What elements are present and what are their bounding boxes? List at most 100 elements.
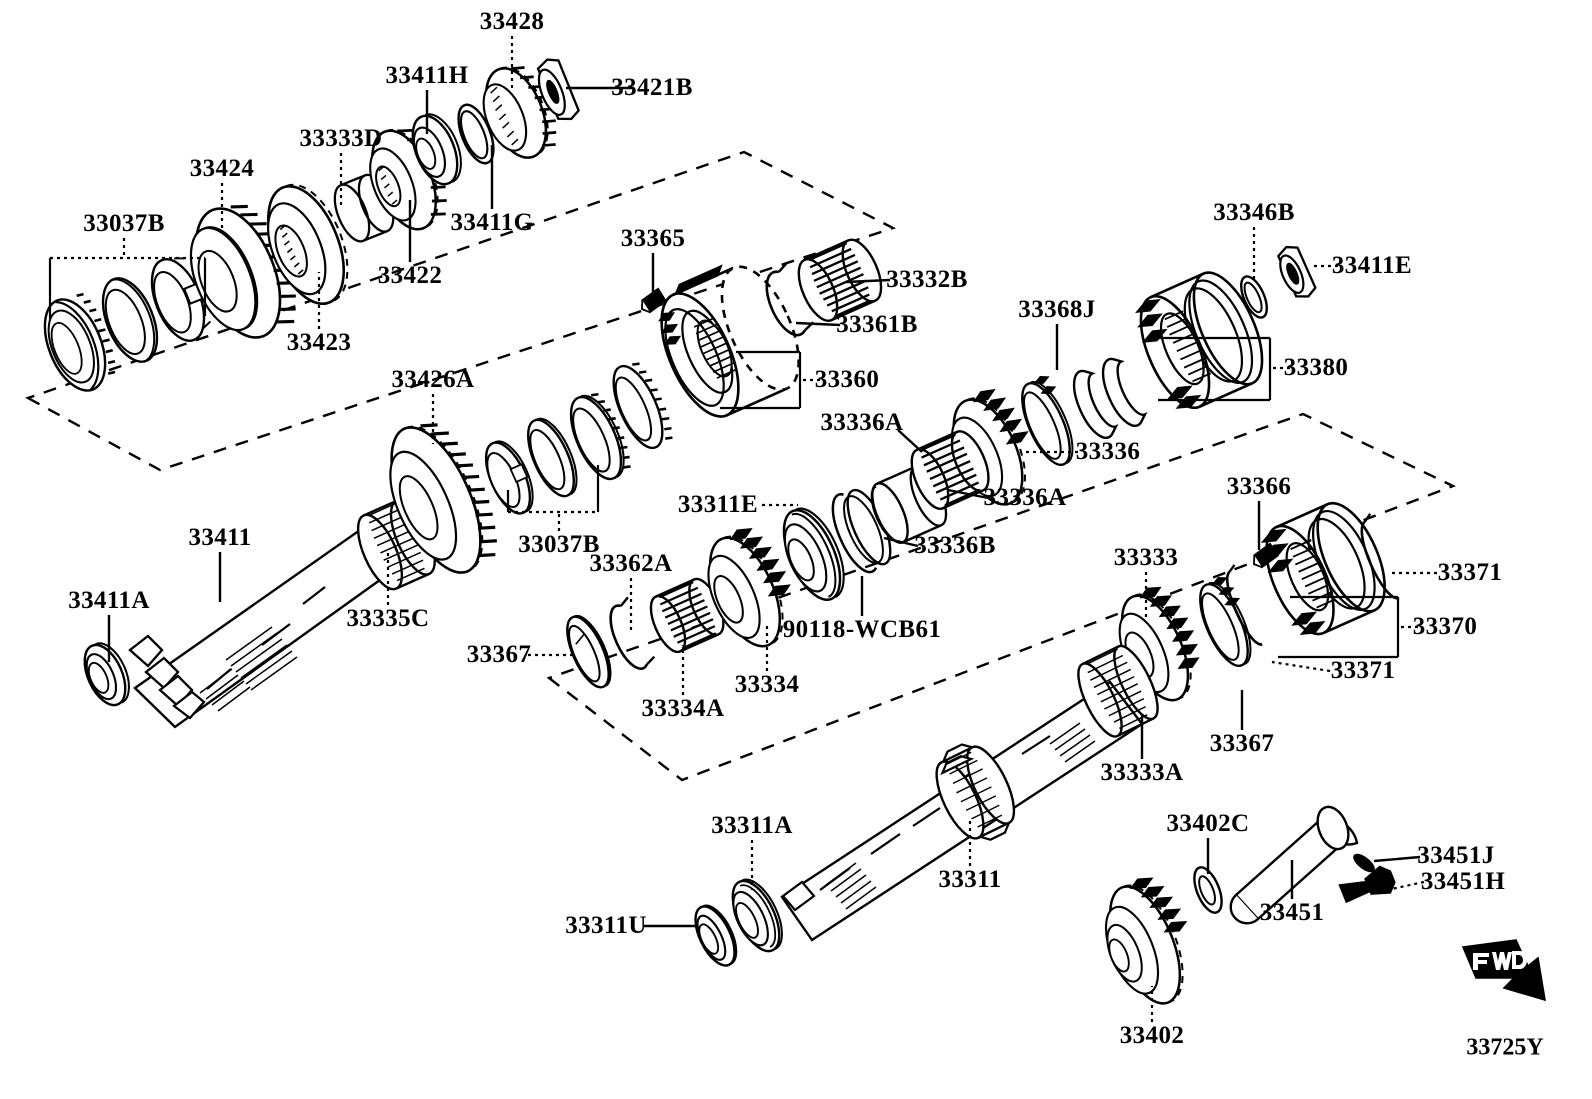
part-33402c-washer [1193,866,1223,914]
part-33380-hub [1135,271,1264,410]
part-label-33426a[interactable]: 33426A [391,366,475,393]
part-label-33424[interactable]: 33424 [189,155,255,182]
part-33362a-snap-ring [609,596,656,670]
part-label-33332b[interactable]: 33332B [886,266,968,293]
part-label-33411e[interactable]: 33411E [1331,252,1413,279]
part-33362a-ring [612,362,673,450]
assembly-reverse-idler [1104,805,1396,1005]
part-label-33365[interactable]: 33365 [620,225,686,252]
part-33411-input-shaft [128,528,400,729]
diagram-code: 33725Y [1466,1034,1544,1061]
part-33366-key [1253,542,1279,569]
part-label-33311e[interactable]: 33311E [677,491,759,518]
part-label-33311a[interactable]: 33311A [711,812,793,839]
part-label-33366[interactable]: 33366 [1226,473,1292,500]
part-label-33423[interactable]: 33423 [286,329,352,356]
part-label-33037b-center[interactable]: 33037B [518,531,600,558]
part-33423-hub [267,183,349,306]
part-33311u-seal [694,904,738,967]
part-label-33422[interactable]: 33422 [377,262,443,289]
part-label-33311[interactable]: 33311 [938,866,1002,893]
part-label-33360[interactable]: 33360 [814,366,880,393]
assembly-input-shaft [83,392,631,729]
part-33333d-spacer [333,173,395,243]
part-label-33346b[interactable]: 33346B [1213,199,1295,226]
part-33037b-r2-ring-2 [527,417,578,498]
part-label-33451j[interactable]: 33451J [1417,842,1495,869]
part-label-33335c[interactable]: 33335C [346,605,430,632]
assembly-upper-left [43,58,580,392]
part-label-33336a-lower[interactable]: 33336A [983,484,1067,511]
part-label-33336a-upper[interactable]: 33336A [820,409,904,436]
group-box-center [546,412,1457,782]
part-label-33411h[interactable]: 33411H [385,62,469,89]
part-33451j-washer [1353,853,1375,873]
part-label-90118-wcb61[interactable]: 90118-WCB61 [782,616,942,643]
assembly-center-synchro [612,238,883,450]
part-label-33411[interactable]: 33411 [188,524,252,551]
part-33402-idler-gear [1104,877,1188,1005]
part-33380-half-ring-1 [1072,369,1119,440]
part-33370-hub [1260,501,1386,636]
part-label-33367-left[interactable]: 33367 [466,641,532,668]
part-label-33411g[interactable]: 33411G [450,209,534,236]
part-33334-gear [707,527,791,648]
part-33451-idler-shaft [1229,805,1359,925]
part-label-33451h[interactable]: 33451H [1420,868,1506,895]
part-33411g-washer [457,103,495,165]
part-33037b-r2-ring-3 [569,392,631,481]
part-label-33380[interactable]: 33380 [1283,354,1349,381]
part-label-33333d[interactable]: 33333D [299,125,383,152]
part-label-33370[interactable]: 33370 [1412,613,1478,640]
part-label-33371-lower[interactable]: 33371 [1330,657,1396,684]
part-33411e-nut [1276,245,1317,298]
part-33380-half-ring-2 [1101,357,1148,428]
part-label-33421b[interactable]: 33421B [611,74,693,101]
part-label-33362a[interactable]: 33362A [589,550,673,577]
part-33333a-gear [1077,644,1159,738]
part-33367-ring-right [1199,576,1252,667]
part-label-33371-upper[interactable]: 33371 [1437,559,1503,586]
part-label-33367-right[interactable]: 33367 [1209,730,1275,757]
part-33360-synchro-assembly [658,264,800,418]
assembly-output-shaft [694,644,1159,967]
part-33411h-bearing [411,113,462,186]
part-label-33368j[interactable]: 33368J [1018,296,1096,323]
part-label-33411a[interactable]: 33411A [68,587,150,614]
part-33368j-ring [1021,375,1074,466]
part-label-33361b[interactable]: 33361B [836,311,918,338]
part-33311a-bearing [731,878,783,953]
part-33421b-nut [536,58,580,121]
leader-lines [48,36,1437,1022]
part-label-33333[interactable]: 33333 [1113,544,1179,571]
part-33037b-ring-1 [43,292,116,392]
fwd-direction-marker [1461,939,1546,1002]
part-33371-spring-lower [1226,564,1263,646]
part-label-33402[interactable]: 33402 [1119,1022,1185,1049]
assembly-right-synchro [1118,501,1400,702]
part-label-33333a[interactable]: 33333A [1100,759,1184,786]
part-33332b-bearing [797,238,883,322]
part-33334a-bearing [649,577,725,654]
part-label-33334[interactable]: 33334 [734,671,800,698]
part-label-33336b[interactable]: 33336B [914,532,996,559]
part-label-33037b-left[interactable]: 33037B [83,210,165,237]
part-label-33402c[interactable]: 33402C [1166,810,1250,837]
part-label-33336[interactable]: 33336 [1075,438,1141,465]
part-33333-gear [1118,586,1200,702]
group-box-upper-left [25,150,897,472]
part-label-33334a[interactable]: 33334A [641,695,725,722]
part-33346b-washer [1240,275,1268,319]
part-33428-gear [482,66,557,159]
part-33037b-ring-2 [101,277,159,363]
part-label-33451[interactable]: 33451 [1259,899,1325,926]
assembly-lower-center [566,430,990,689]
part-33411a-bearing [83,642,130,707]
part-label-33311u[interactable]: 33311U [565,912,647,939]
part-33367-ring-left [566,614,612,689]
part-label-33428[interactable]: 33428 [479,8,545,35]
part-33311-pinion [935,743,1016,841]
part-33037b-r2-ring-1 [484,440,534,515]
